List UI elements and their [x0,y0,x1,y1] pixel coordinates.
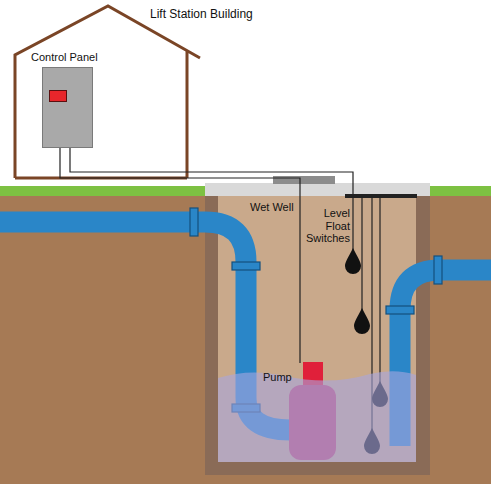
node-title: Lift Station Building [150,8,253,22]
control-panel: Control Panel [42,67,93,148]
node-title: Wet Well [250,201,294,214]
float-bar [345,194,417,198]
hatch [273,176,335,184]
control-wire [60,148,300,183]
indicator-light [49,90,67,102]
building: Lift Station BuildingControl Panel [15,5,200,178]
building-outline [15,6,200,178]
wire [299,183,300,363]
water [218,371,416,462]
wet-well: Wet Well [205,183,430,475]
node-title: Control Panel [31,51,98,64]
pump-label: Pump [263,371,292,384]
float-switch-label: Level Float Switches [304,207,350,245]
wire [70,148,353,196]
